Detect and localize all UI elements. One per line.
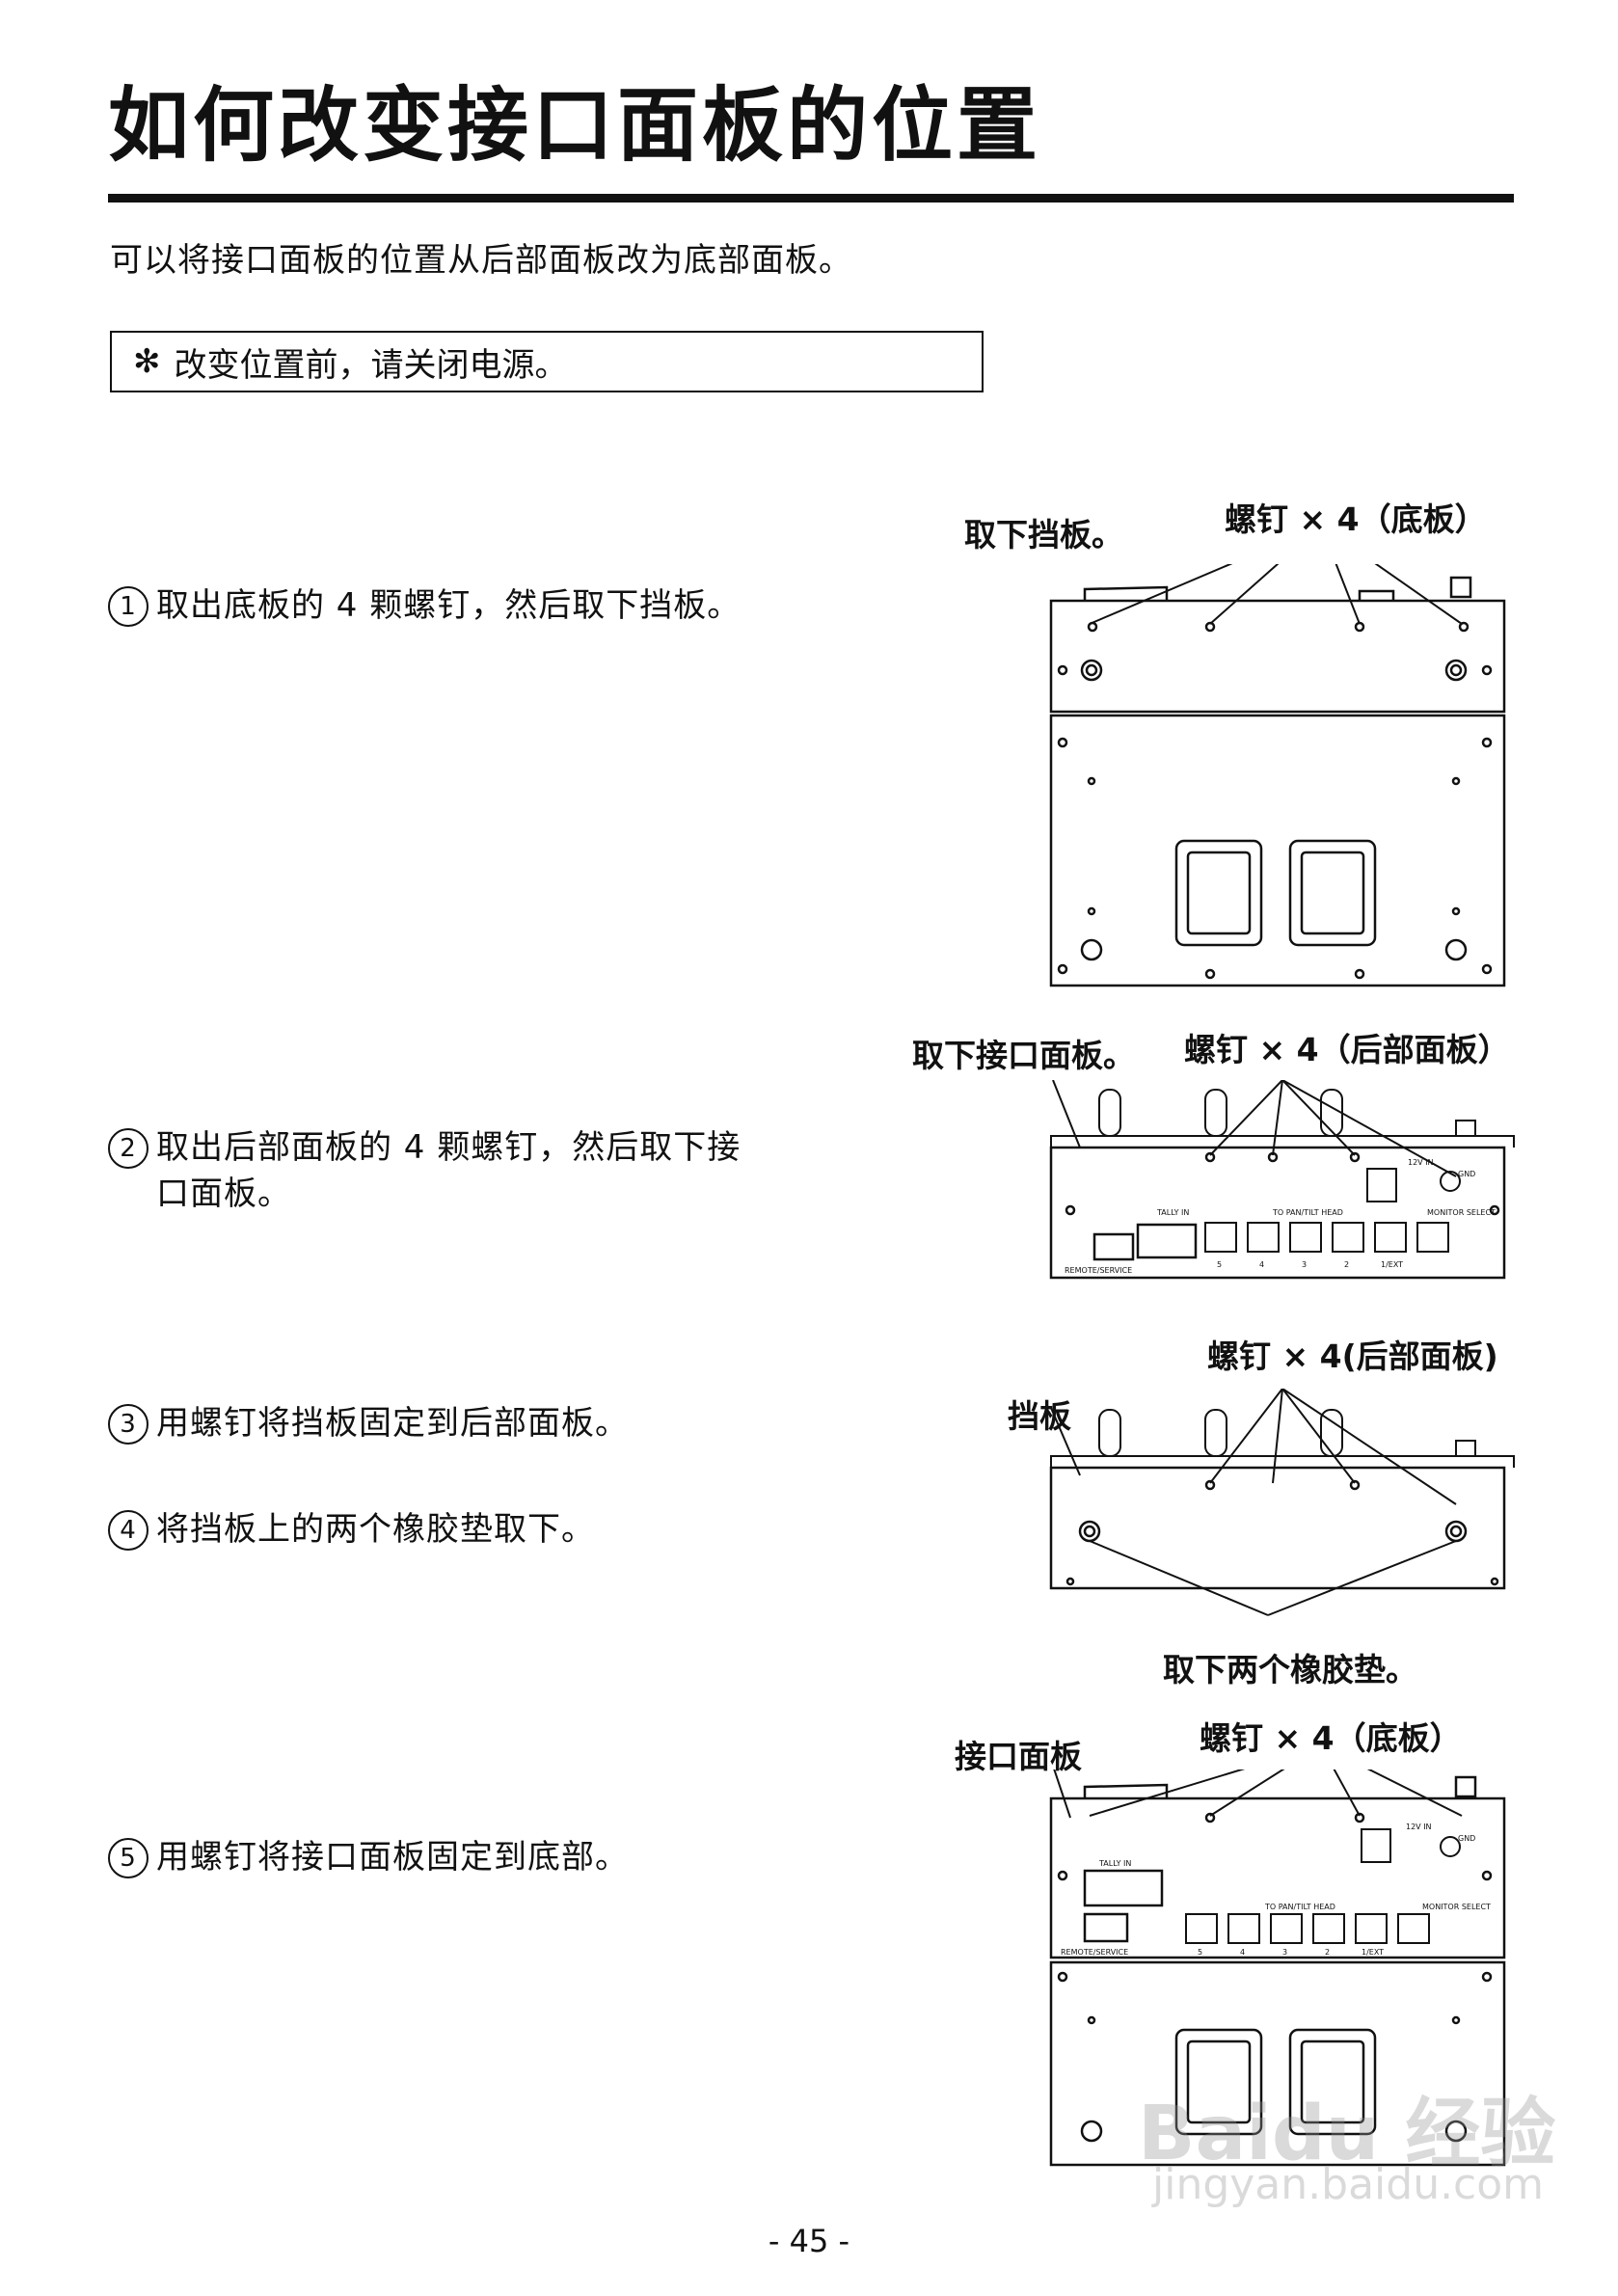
fig4-remote-text: REMOTE/SERVICE — [1061, 1948, 1128, 1957]
fig4-port-4: 4 — [1240, 1948, 1245, 1957]
asterisk-icon: ✻ — [133, 342, 161, 381]
intro-text: 可以将接口面板的位置从后部面板改为底部面板。 — [110, 241, 852, 280]
fig2-label-panel: 取下接口面板。 — [912, 1037, 1135, 1074]
fig3-label-screws: 螺钉 × 4(后部面板) — [1207, 1337, 1498, 1375]
fig4-tally-text: TALLY IN — [1098, 1859, 1131, 1868]
fig2-pantilt-text: TO PAN/TILT HEAD — [1272, 1208, 1343, 1217]
fig4-port-5: 5 — [1198, 1948, 1202, 1957]
fig3-label-pads: 取下两个橡胶垫。 — [1163, 1651, 1417, 1688]
title-rule — [108, 194, 1514, 203]
fig2-port-5: 5 — [1217, 1260, 1222, 1269]
fig2-12v-text: 12V IN — [1408, 1158, 1434, 1167]
watermark-url: jingyan.baidu.com — [1152, 2160, 1545, 2209]
caution-text: 改变位置前，请关闭电源。 — [174, 345, 568, 385]
page-number: - 45 - — [768, 2223, 850, 2259]
figure-4-bottom-with-panel: TALLY IN TO PAN/TILT HEAD MONITOR SELECT… — [1049, 1769, 1506, 2167]
fig4-port-1ext: 1/EXT — [1362, 1948, 1384, 1957]
watermark-logo: Baidu 经验 — [1138, 2091, 1556, 2177]
step-number: 2 — [108, 1128, 148, 1169]
step-text-cont: 口面板。 — [156, 1175, 291, 1213]
figure-1-bottom-view — [1049, 564, 1506, 987]
step-text: 将挡板上的两个橡胶垫取下。 — [156, 1510, 595, 1549]
fig4-gnd-text: GND — [1458, 1834, 1475, 1843]
fig1-label-screws: 螺钉 × 4（底板） — [1225, 500, 1487, 538]
fig2-port-3: 3 — [1302, 1260, 1307, 1269]
fig4-pantilt-text: TO PAN/TILT HEAD — [1264, 1903, 1335, 1911]
caution-box: ✻ 改变位置前，请关闭电源。 — [110, 331, 984, 392]
fig2-monitor-text: MONITOR SELECT — [1427, 1208, 1496, 1217]
fig2-tally-text: TALLY IN — [1156, 1208, 1189, 1217]
step-text: 用螺钉将接口面板固定到底部。 — [156, 1838, 629, 1877]
step-text: 取出底板的 4 颗螺钉，然后取下挡板。 — [156, 586, 742, 625]
fig2-port-4: 4 — [1259, 1260, 1264, 1269]
step-text: 取出后部面板的 4 颗螺钉，然后取下接 — [156, 1128, 742, 1167]
fig4-12v-text: 12V IN — [1406, 1823, 1432, 1831]
figure-2-rear-panel: TALLY IN TO PAN/TILT HEAD MONITOR SELECT… — [1049, 1080, 1515, 1280]
step-number: 3 — [108, 1404, 148, 1445]
fig2-label-screws: 螺钉 × 4（后部面板） — [1184, 1031, 1510, 1068]
fig4-port-3: 3 — [1282, 1948, 1287, 1957]
page-title: 如何改变接口面板的位置 — [108, 78, 1042, 173]
step-number: 1 — [108, 586, 148, 627]
fig2-port-1ext: 1/EXT — [1381, 1260, 1403, 1269]
fig2-port-2: 2 — [1344, 1260, 1349, 1269]
fig4-port-2: 2 — [1325, 1948, 1330, 1957]
step-number: 5 — [108, 1838, 148, 1878]
figure-3-cover-on-rear — [1049, 1389, 1515, 1616]
fig2-remote-text: REMOTE/SERVICE — [1065, 1266, 1132, 1275]
step-text: 用螺钉将挡板固定到后部面板。 — [156, 1404, 629, 1443]
fig4-label-screws: 螺钉 × 4（底板） — [1200, 1719, 1462, 1757]
fig4-monitor-text: MONITOR SELECT — [1422, 1903, 1491, 1911]
fig4-label-panel: 接口面板 — [955, 1738, 1082, 1775]
fig1-label-cover: 取下挡板。 — [964, 516, 1123, 554]
fig2-gnd-text: GND — [1458, 1170, 1475, 1178]
step-number: 4 — [108, 1510, 148, 1551]
